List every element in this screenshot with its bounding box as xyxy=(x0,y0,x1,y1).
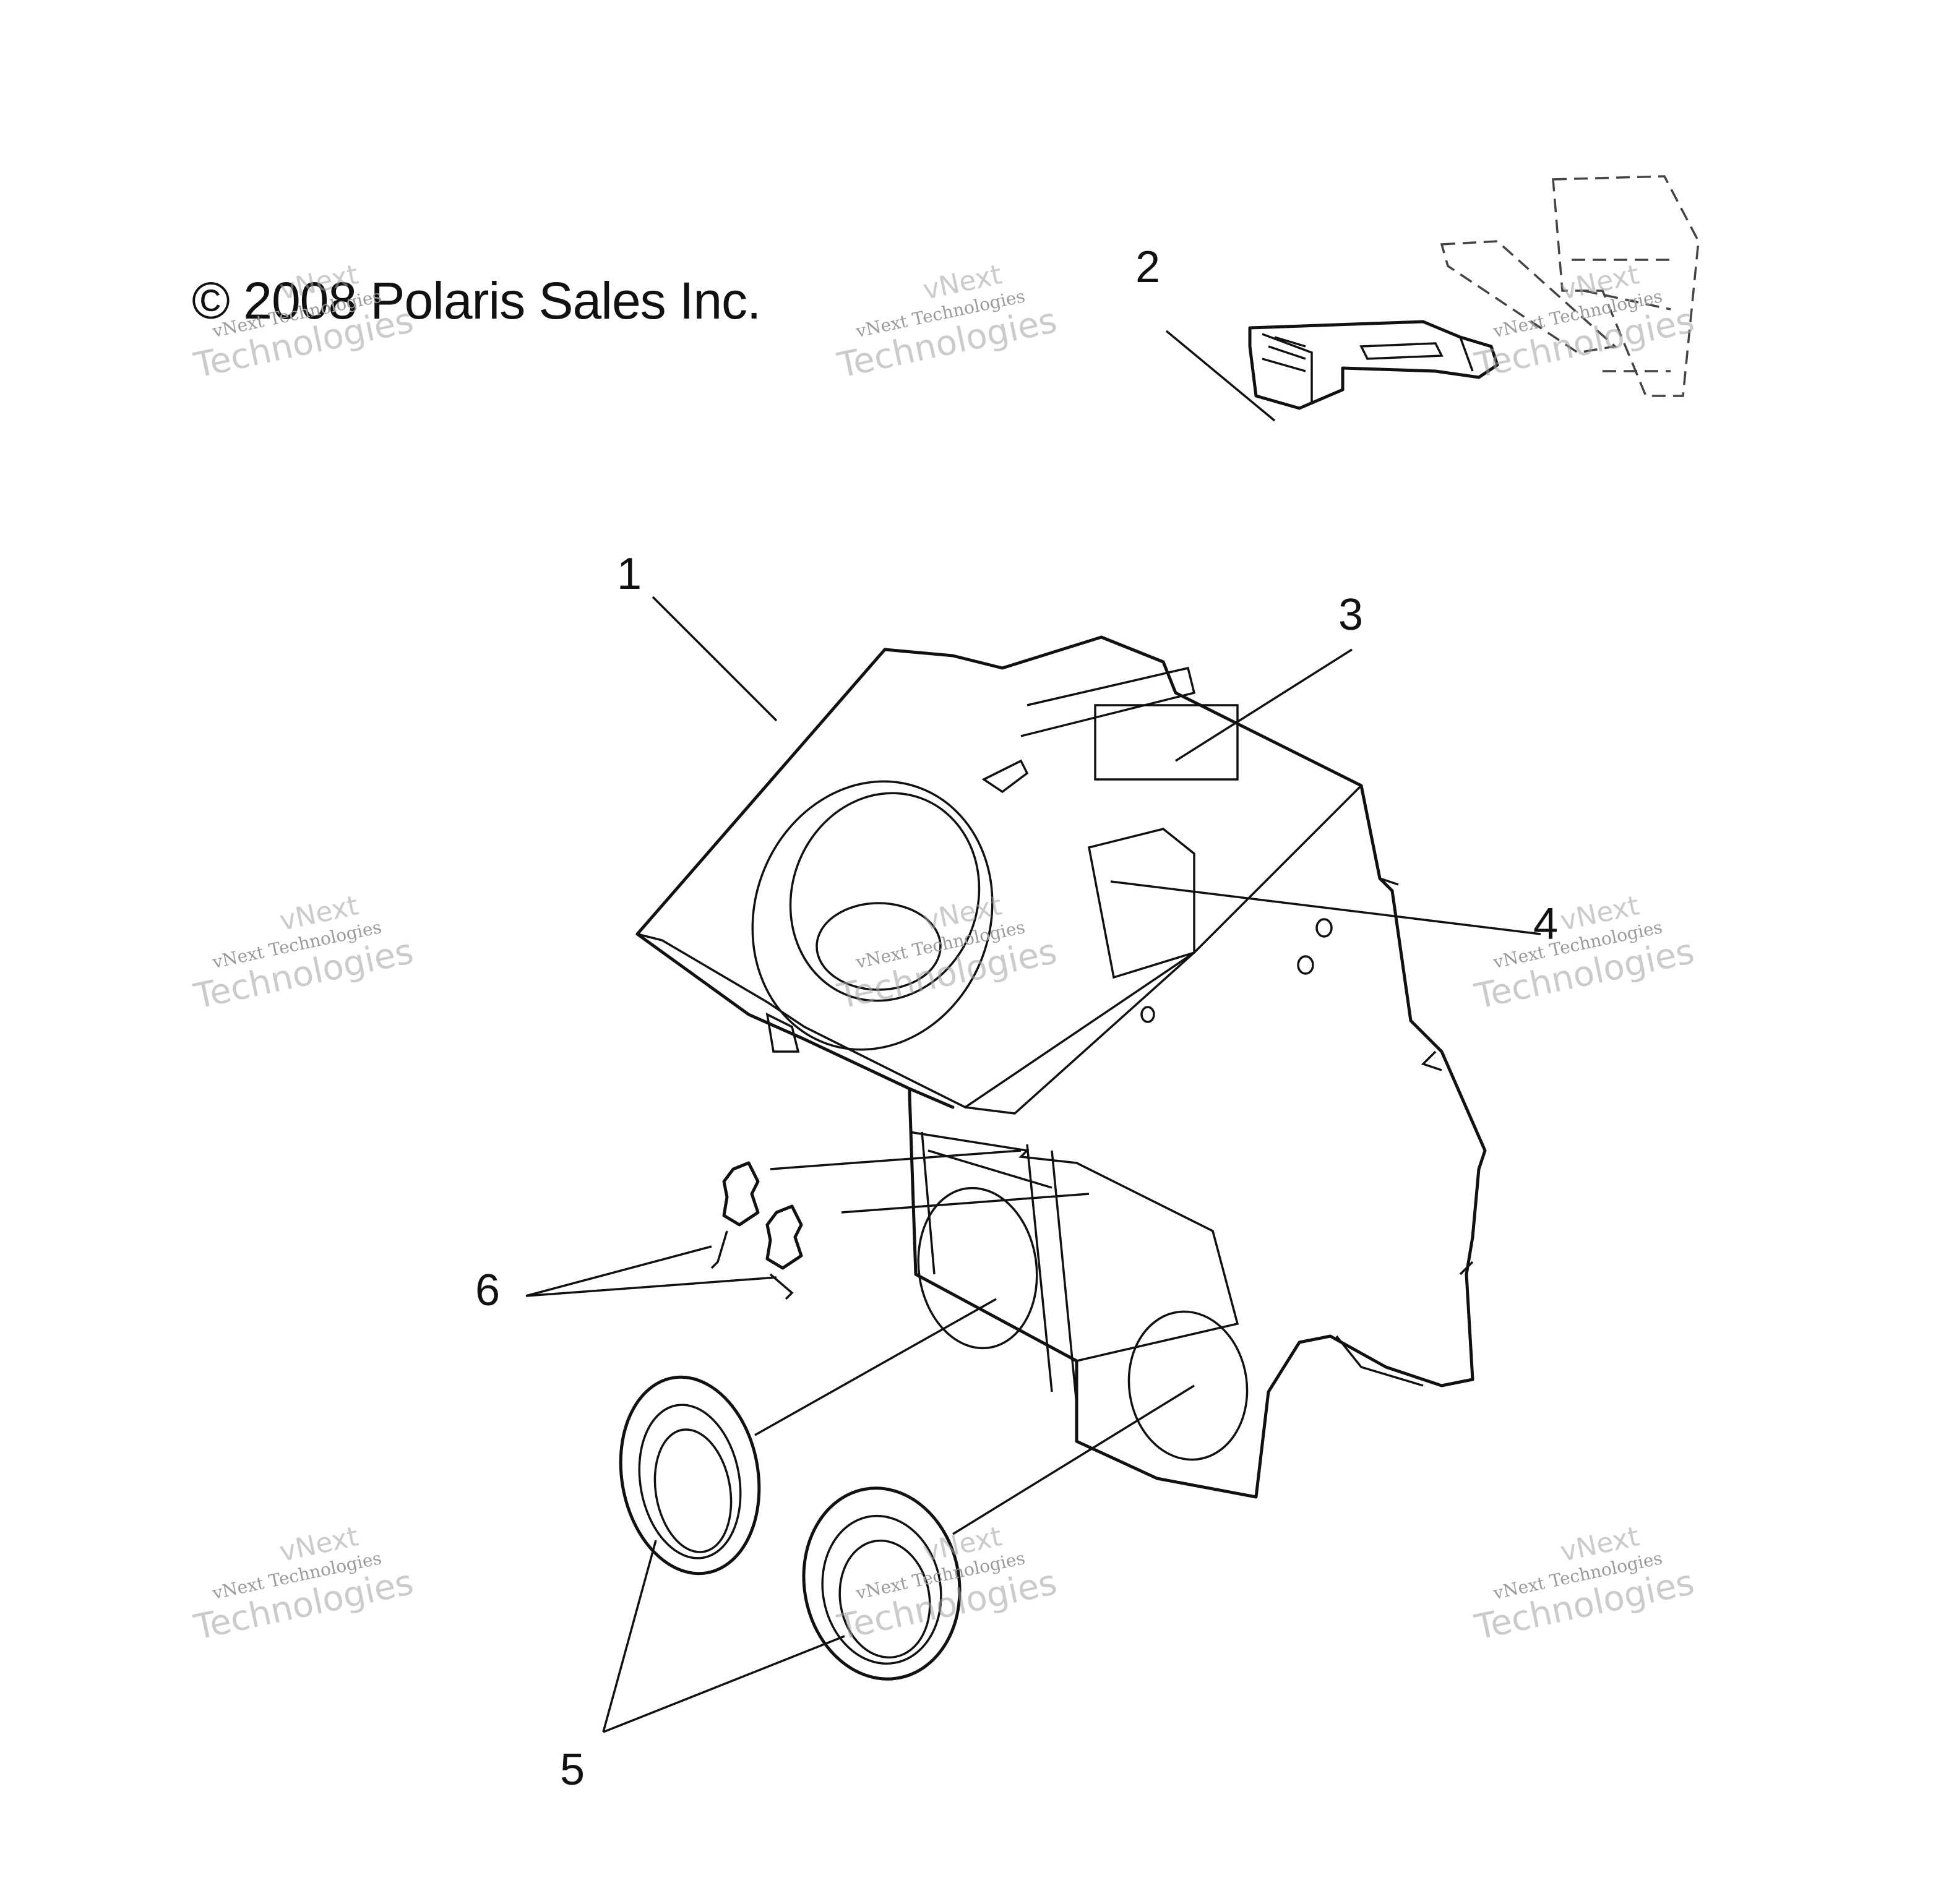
callout-3: 3 xyxy=(1338,590,1364,640)
leader-lines xyxy=(525,330,1541,1733)
copyright-text: © 2008 Polaris Sales Inc. xyxy=(192,272,761,330)
seals-part-5 xyxy=(619,1375,962,1681)
callout-4: 4 xyxy=(1533,899,1559,949)
callout-1: 1 xyxy=(617,549,642,599)
callout-5: 5 xyxy=(560,1745,585,1795)
fittings-part-6 xyxy=(710,1161,803,1300)
airbox-part-1 xyxy=(635,635,1487,1499)
callout-6: 6 xyxy=(475,1266,501,1315)
strap-part-2 xyxy=(1248,175,1700,410)
callout-2: 2 xyxy=(1135,242,1161,292)
